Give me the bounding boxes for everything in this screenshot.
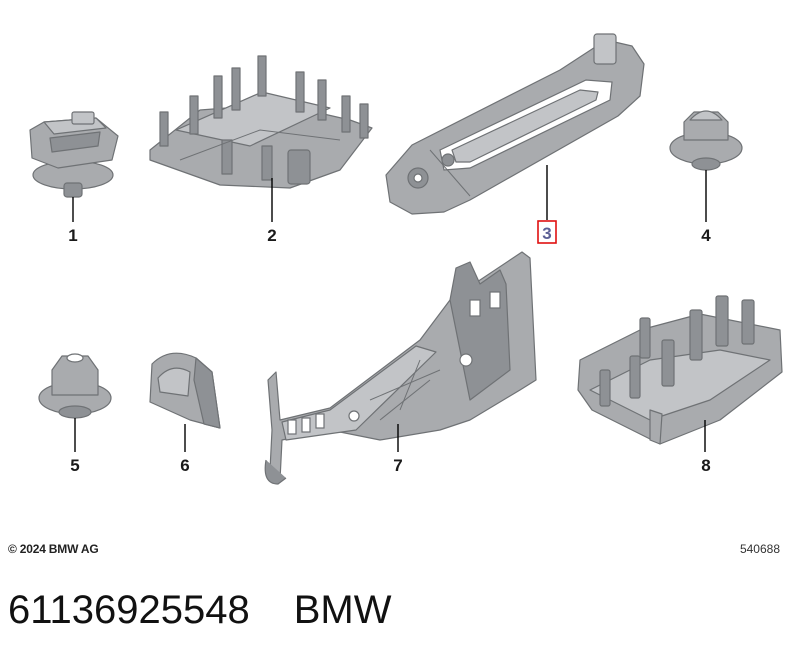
callout-3[interactable]: 3 (542, 224, 551, 243)
part-6-spring-clip (149, 352, 221, 429)
part-1-clip (29, 111, 119, 198)
part-7-bracket (264, 251, 537, 485)
callout-6[interactable]: 6 (180, 456, 189, 475)
copyright-text: © 2024 BMW AG (8, 542, 99, 556)
callout-4[interactable]: 4 (701, 226, 711, 245)
part-2-holder (149, 55, 373, 189)
callout-2[interactable]: 2 (267, 226, 276, 245)
callout-8[interactable]: 8 (701, 456, 710, 475)
part-8-holder (577, 295, 783, 445)
part-4-nut (669, 110, 743, 171)
footer: 61136925548 BMW (8, 588, 392, 633)
part-5-nut (38, 353, 112, 419)
callout-3-highlight-box (537, 220, 557, 244)
callout-5[interactable]: 5 (70, 456, 79, 475)
part-number: 61136925548 (8, 588, 250, 632)
callout-1[interactable]: 1 (68, 226, 77, 245)
diagram-id: 540688 (739, 542, 780, 556)
brand-name: BMW (293, 588, 392, 632)
callout-7[interactable]: 7 (393, 456, 402, 475)
part-3-frame (385, 33, 645, 215)
